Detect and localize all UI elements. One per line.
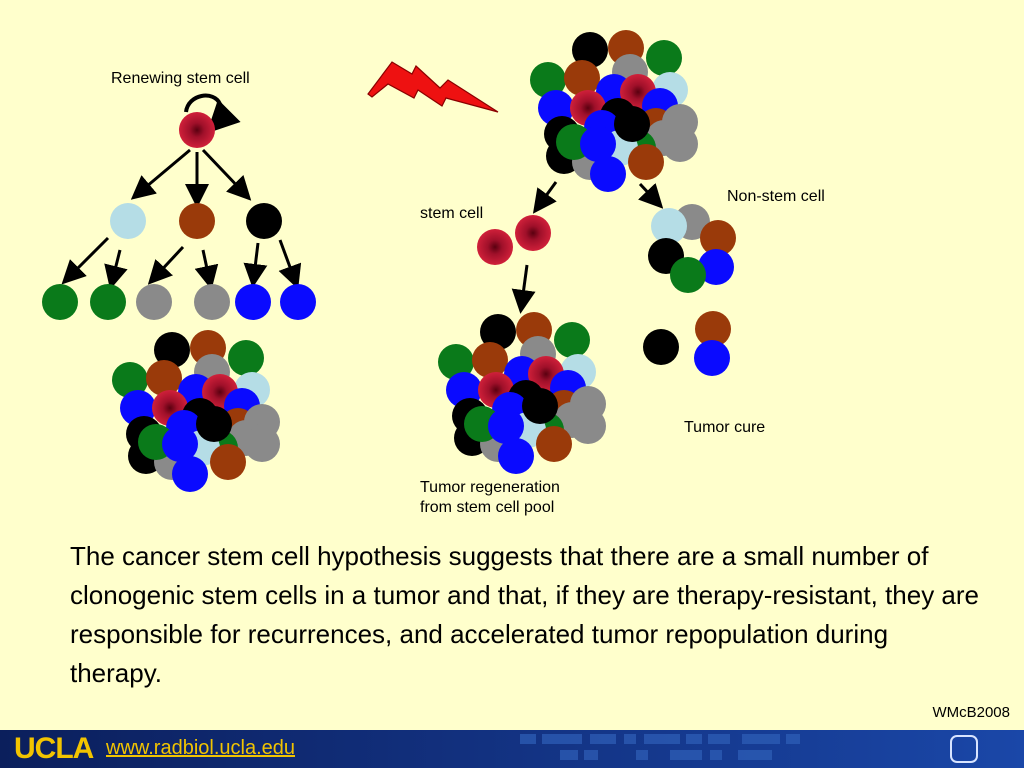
label-tumor-cure: Tumor cure — [684, 419, 766, 436]
blue-cell — [694, 340, 730, 376]
brown-cell — [700, 220, 736, 256]
black-cell — [572, 32, 608, 68]
blue-cell — [172, 456, 208, 492]
gray-cell — [244, 426, 280, 462]
black-cell — [614, 106, 650, 142]
blue-cell — [235, 284, 271, 320]
black-cell — [246, 203, 282, 239]
green-cell — [530, 62, 566, 98]
lineage-cells — [42, 112, 316, 320]
black-cell — [154, 332, 190, 368]
brown-cell — [564, 60, 600, 96]
label-stem-cell: stem cell — [420, 205, 484, 222]
lightning-bolt-icon — [367, 61, 499, 113]
green-cell — [438, 344, 474, 380]
website-link[interactable]: www.radbiol.ucla.edu — [106, 737, 295, 759]
black-cell — [480, 314, 516, 350]
green-cell — [90, 284, 126, 320]
blue-cell — [488, 408, 524, 444]
tumor-cluster-original — [112, 330, 280, 492]
light-blue-cell — [651, 208, 687, 244]
black-cell — [643, 329, 679, 365]
blue-cell — [498, 438, 534, 474]
blue-cell — [280, 284, 316, 320]
blue-cell — [580, 126, 616, 162]
tumor-cure-cells — [643, 311, 731, 376]
green-cell — [554, 322, 590, 358]
credit-text: WMcB2008 — [932, 704, 1010, 721]
black-cell — [196, 406, 232, 442]
tumor-cluster-irradiated — [530, 30, 698, 192]
light-blue-cell — [110, 203, 146, 239]
brown-cell — [536, 426, 572, 462]
ucla-logo: UCLA — [14, 732, 94, 765]
brown-cell — [146, 360, 182, 396]
green-cell — [42, 284, 78, 320]
blue-cell — [698, 249, 734, 285]
label-renewing-stem-cell: Renewing stem cell — [111, 70, 250, 87]
black-cell — [522, 388, 558, 424]
green-cell — [112, 362, 148, 398]
footer-bar: UCLA www.radbiol.ucla.edu — [0, 730, 1024, 768]
label-tumor-regeneration-line2: from stem cell pool — [420, 499, 555, 516]
green-cell — [670, 257, 706, 293]
brown-cell — [179, 203, 215, 239]
stem-cell — [179, 112, 215, 148]
label-tumor-regeneration-line1: Tumor regeneration — [420, 479, 560, 496]
lineage-arrows — [61, 148, 664, 314]
self-renewal-arrow-icon — [184, 93, 241, 134]
green-cell — [228, 340, 264, 376]
surviving-stem-cells — [477, 215, 551, 265]
hypothesis-caption: The cancer stem cell hypothesis suggests… — [70, 541, 980, 688]
brown-cell — [695, 311, 731, 347]
green-cell — [646, 40, 682, 76]
gray-cell — [136, 284, 172, 320]
tumor-cluster-regenerated — [438, 312, 606, 474]
surviving-non-stem-cells — [648, 204, 736, 293]
brown-cell — [628, 144, 664, 180]
nav-button-icon[interactable] — [950, 735, 978, 763]
stem-cell — [515, 215, 551, 251]
gray-cell — [194, 284, 230, 320]
gray-cell — [662, 126, 698, 162]
brown-cell — [210, 444, 246, 480]
blue-cell — [162, 426, 198, 462]
gray-cell — [570, 408, 606, 444]
stem-cell — [477, 229, 513, 265]
label-non-stem-cell: Non-stem cell — [727, 188, 825, 205]
blue-cell — [590, 156, 626, 192]
brown-cell — [472, 342, 508, 378]
